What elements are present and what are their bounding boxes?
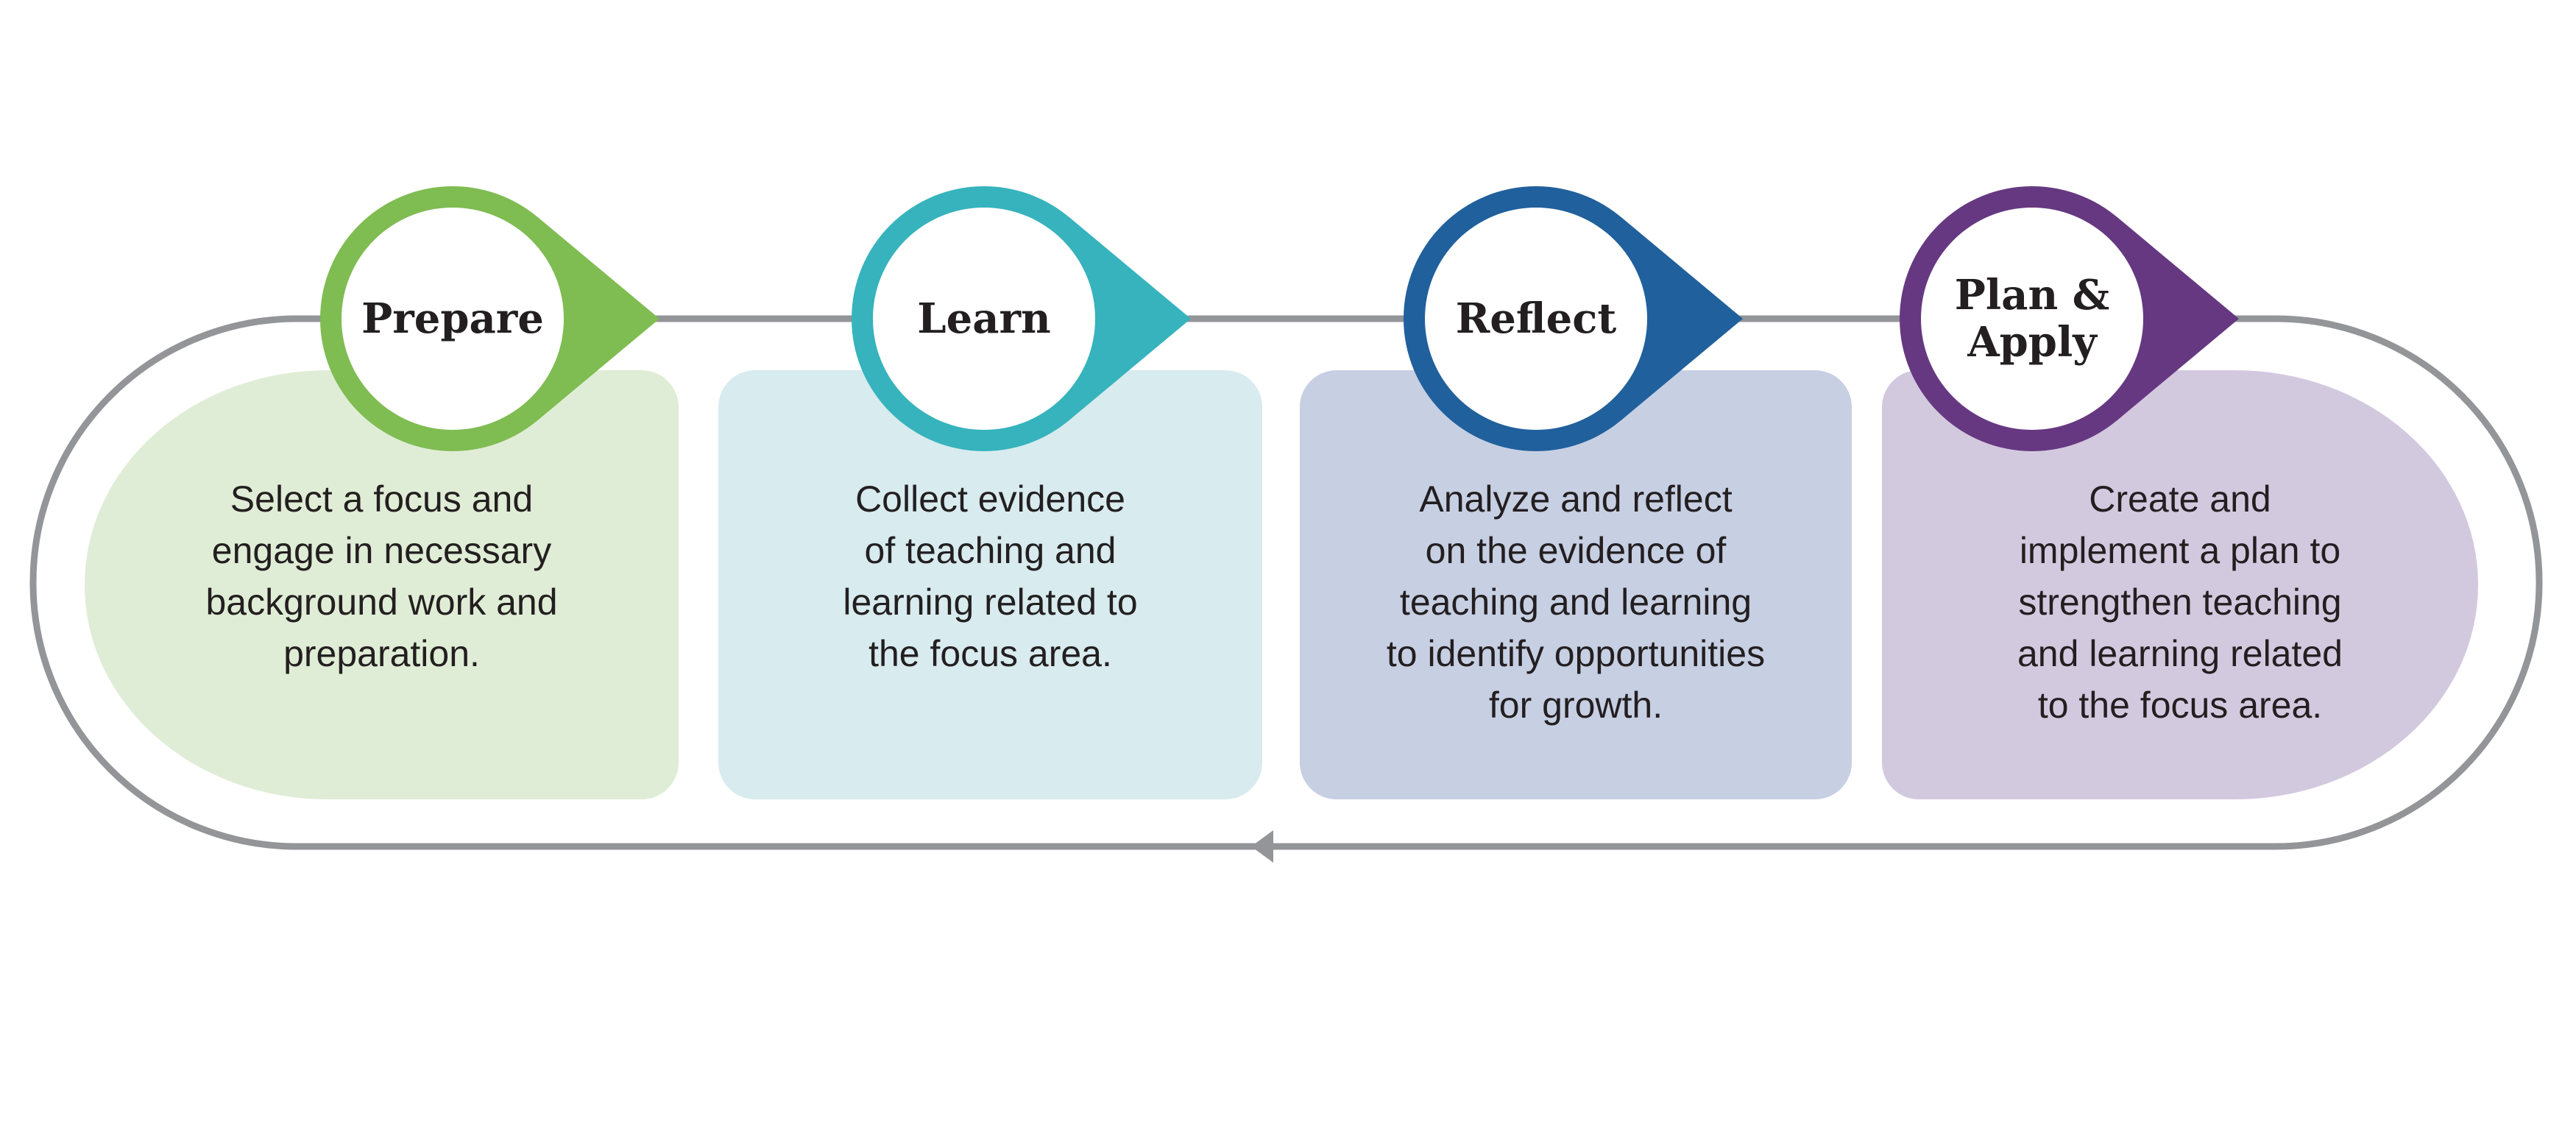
step-marker-reflect [1404, 186, 1743, 451]
step-description-line: implement a plan to [2019, 530, 2341, 571]
step-description-line: the focus area. [868, 633, 1112, 674]
marker-center [1425, 208, 1647, 430]
step-title-line: Learn [917, 294, 1051, 343]
step-box-plan-apply: Create and implement a plan to strengthen … [1882, 370, 2478, 799]
step-description-line: engage in necessary [211, 530, 552, 571]
step-description-line: and learning related [2017, 633, 2343, 674]
return-arrow-icon [1251, 830, 1273, 863]
step-marker-learn [852, 186, 1191, 451]
step-description-line: Select a focus and [230, 478, 534, 520]
step-description-line: to the focus area. [2037, 685, 2323, 726]
step-title-line: Plan & [1954, 271, 2110, 319]
cycle-loop-line [29, 315, 2543, 850]
step-description-line: to identify opportunities [1386, 633, 1766, 674]
step-description-line: on the evidence of [1425, 530, 1727, 571]
step-marker-plan-apply [1900, 186, 2239, 451]
step-title-plan-apply: Plan &Apply [1921, 208, 2143, 430]
step-description-line: of teaching and [864, 530, 1117, 571]
step-description-line: Analyze and reflect [1419, 478, 1733, 520]
step-title-line: Prepare [361, 294, 544, 343]
step-marker-prepare [320, 186, 659, 451]
marker-center [873, 208, 1095, 430]
step-title-learn: Learn [873, 208, 1095, 430]
step-title-line: Apply [1967, 318, 2097, 367]
step-title-prepare: Prepare [342, 208, 564, 430]
step-description-line: Collect evidence [855, 478, 1125, 520]
step-description-line: background work and [205, 581, 558, 623]
marker-center [342, 208, 564, 430]
step-title-line: Reflect [1455, 294, 1617, 343]
step-description-line: for growth. [1488, 685, 1663, 726]
step-description-line: preparation. [283, 633, 480, 674]
step-title-reflect: Reflect [1425, 208, 1647, 430]
step-description-line: Create and [2089, 478, 2271, 520]
step-box-prepare: Select a focus and engage in necessary bac… [85, 370, 679, 799]
step-box-learn: Collect evidence of teaching and learning … [718, 370, 1262, 799]
step-description-line: teaching and learning [1399, 581, 1752, 623]
marker-center [1921, 208, 2143, 430]
step-description-line: strengthen teaching [2018, 581, 2342, 623]
step-description-line: learning related to [843, 581, 1138, 623]
